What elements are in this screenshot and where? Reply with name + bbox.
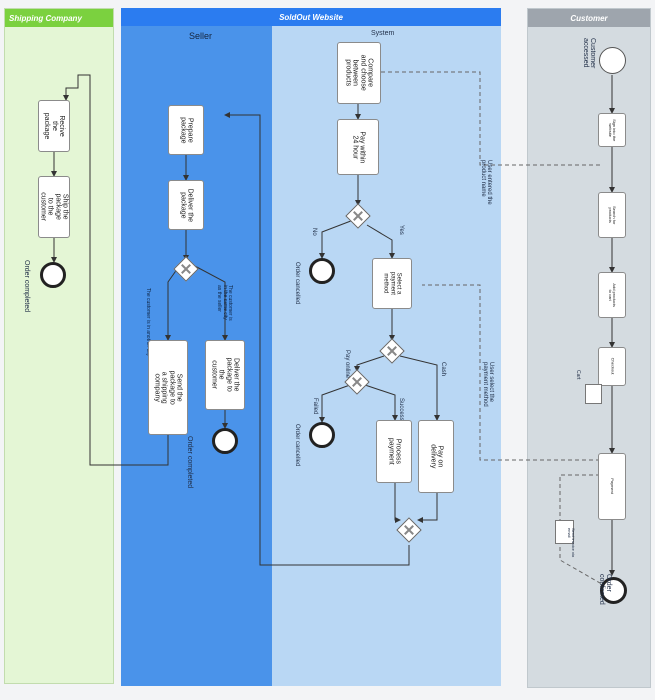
compare-products-task: Compare and choose between products bbox=[337, 42, 381, 104]
pay-online-label: Pay online bbox=[344, 350, 350, 379]
ship-package-task: Ship the package to the customer bbox=[38, 176, 70, 238]
order-completed-end-event bbox=[40, 262, 66, 288]
system-lane-label: System bbox=[371, 30, 395, 37]
customer-accessed-label: Customer accessed bbox=[581, 38, 596, 69]
customer-accessed-start-event bbox=[599, 47, 626, 74]
pay-24-hour-task: Pay within 24 hour bbox=[337, 119, 379, 175]
failed-label: Failed bbox=[312, 398, 318, 415]
order-confirmed-label: Order confirmed bbox=[597, 574, 612, 605]
website-title: SoldOut Website bbox=[279, 12, 343, 22]
search-products-task: Search for products bbox=[598, 192, 626, 238]
cart-label: Cart bbox=[575, 370, 581, 380]
cash-label: Cash bbox=[440, 362, 446, 377]
payment-task: Payment bbox=[598, 453, 626, 520]
seller-order-completed-label: Order completed bbox=[186, 436, 193, 489]
pay-on-delivery-task: Pay on delivery bbox=[418, 420, 454, 493]
prepare-package-task: Prepare package bbox=[168, 105, 204, 155]
yes-label: Yes bbox=[398, 225, 404, 235]
send-to-shipping-task: Send the package to a shipping company bbox=[148, 340, 188, 435]
same-city-label: The customer is in the same city as the … bbox=[216, 285, 234, 321]
seller-lane-label: Seller bbox=[189, 31, 213, 41]
customer-header: Customer bbox=[528, 9, 650, 27]
order-cancelled-label-1: Order cancelled bbox=[294, 262, 300, 305]
shipping-company-header: Shipping Company bbox=[5, 9, 113, 27]
website-header: SoldOut Website bbox=[121, 8, 501, 26]
customer-pool: Customer bbox=[527, 8, 651, 688]
seller-order-completed-end-event bbox=[212, 428, 238, 454]
sign-into-website-task: Sign into the website bbox=[598, 113, 626, 147]
order-cancelled-end-event-1 bbox=[309, 258, 335, 284]
select-payment-task: Select a payment method bbox=[372, 258, 412, 309]
order-confirmed-end-event bbox=[600, 577, 627, 604]
cart-data-object bbox=[585, 384, 602, 404]
deliver-to-customer-task: Deliver the package to the customer bbox=[205, 340, 245, 410]
receive-package-task: Recive the package bbox=[38, 100, 70, 152]
process-payment-task: Process payment bbox=[376, 420, 412, 483]
order-cancelled-end-event-2 bbox=[309, 422, 335, 448]
add-to-cart-task: Add products to cart bbox=[598, 272, 626, 318]
user-select-payment-label: User select the payment method bbox=[481, 362, 494, 407]
order-cancelled-label-2: Order cancelled bbox=[294, 424, 300, 467]
no-label: No bbox=[311, 228, 317, 236]
checkout-task: Checkout bbox=[598, 347, 626, 386]
customer-title: Customer bbox=[570, 13, 608, 23]
shipping-order-completed-label: Order completed bbox=[23, 260, 30, 313]
deliver-package-task: Deliver the package bbox=[168, 180, 204, 230]
shipping-company-title: Shipping Company bbox=[9, 13, 82, 23]
invoice-label: Send invoice via email bbox=[566, 528, 576, 558]
user-entered-label: User entered the product name bbox=[479, 160, 492, 205]
invoice-data-object bbox=[555, 520, 574, 544]
